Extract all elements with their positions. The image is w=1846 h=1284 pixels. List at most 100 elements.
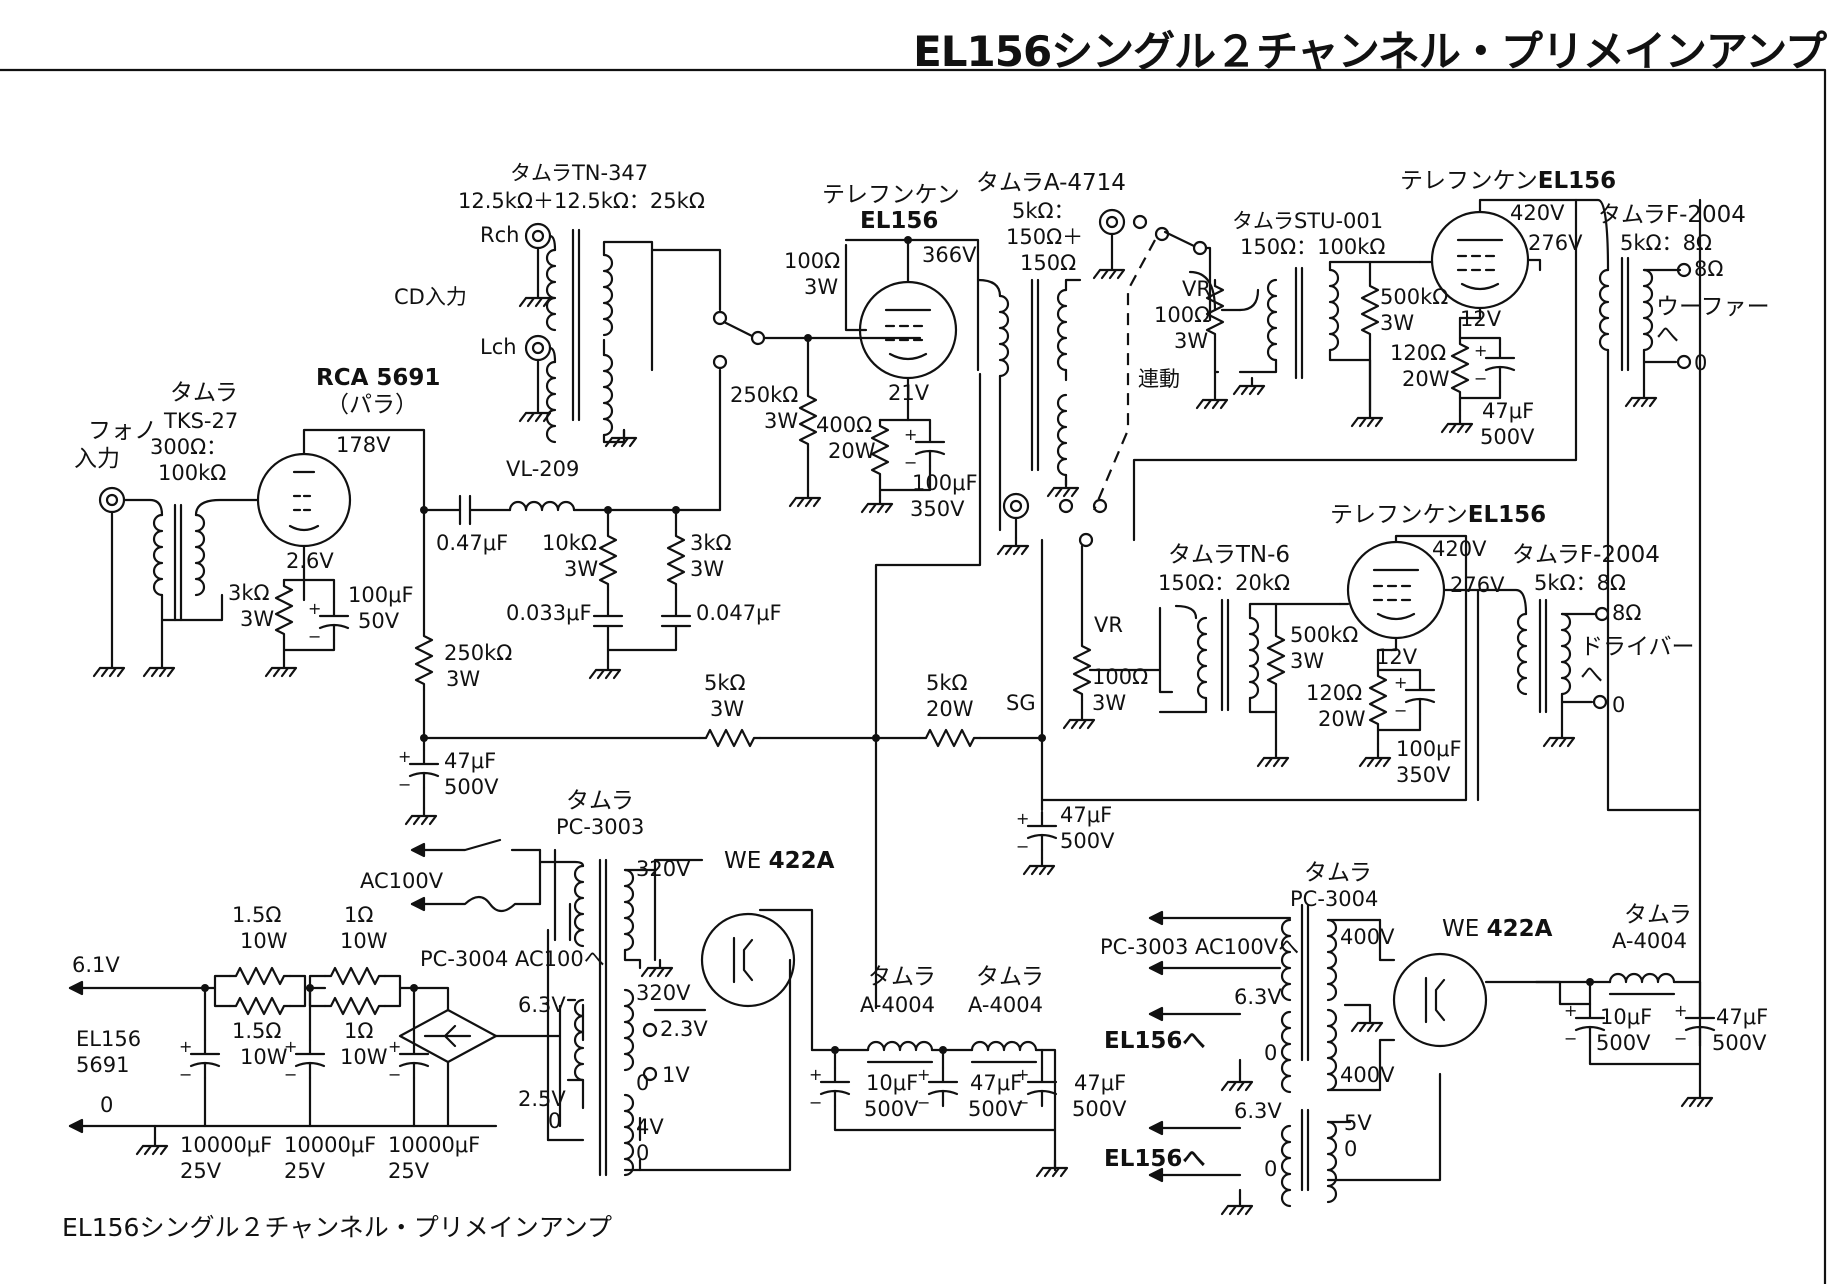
- label-c100u350b-2: 350V: [1396, 763, 1451, 787]
- label-r400-1: 400Ω: [816, 413, 872, 437]
- label-f2004b-2: 5kΩ：8Ω: [1534, 571, 1626, 595]
- label-c10-500a-2: 500V: [864, 1097, 919, 1121]
- label-o0b: 0: [1612, 693, 1625, 717]
- label-tn6-2: 150Ω：20kΩ: [1158, 571, 1290, 595]
- label-366v: 366V: [922, 243, 977, 267]
- phono-input-section: [92, 428, 426, 678]
- label-rch: Rch: [480, 223, 519, 247]
- label-para: （パラ）: [326, 392, 418, 418]
- frame-border: [0, 68, 1827, 1284]
- label-f2004b-1: タムラF-2004: [1512, 542, 1660, 568]
- label-a4714-4: 150Ω: [1020, 251, 1076, 275]
- label-tel-el156-1-a: テレフンケン: [822, 182, 960, 208]
- label-320v-a: 320V: [636, 857, 691, 881]
- choke-filter-1: [758, 908, 1069, 1178]
- label-r1b-1: 1Ω: [344, 1019, 373, 1043]
- label-f2004a-1: タムラF-2004: [1598, 202, 1746, 228]
- label-tks27-2: TKS-27: [163, 409, 238, 433]
- label-178v: 178V: [336, 433, 391, 457]
- label-tn347-1: タムラTN-347: [510, 161, 648, 185]
- label-2-3v: 2.3V: [660, 1017, 708, 1041]
- label-vr100a-1: VR: [1182, 277, 1211, 301]
- label-pc3004-2: PC-3004: [1290, 887, 1378, 911]
- label-a4004c-1: タムラ: [1624, 902, 1692, 928]
- label-c10-500b-1: 10μF: [1600, 1005, 1652, 1029]
- label-r120b-2: 20W: [1318, 707, 1366, 731]
- label-pc3004-ac: PC-3004 AC100へ: [420, 947, 605, 971]
- label-driver-2: へ: [1580, 662, 1603, 688]
- label-z0d: 0: [100, 1093, 113, 1117]
- label-c47-500f-1: 47μF: [1716, 1005, 1768, 1029]
- label-6-3v-a: 6.3V: [518, 993, 566, 1017]
- label-400v-b: 400V: [1340, 1063, 1395, 1087]
- label-21v: 21V: [888, 381, 930, 405]
- label-r1a-2: 10W: [340, 929, 388, 953]
- label-c10000a-1: 10000μF: [180, 1133, 272, 1157]
- label-pc3004-1: タムラ: [1304, 860, 1372, 886]
- label-r3k-eq-1: 3kΩ: [690, 531, 732, 555]
- label-c10-500a-1: 10μF: [866, 1071, 918, 1095]
- label-r15a-1: 1.5Ω: [232, 903, 281, 927]
- label-woofer-1: ウーファー: [1656, 294, 1770, 320]
- label-c100u350a-1: 100μF: [912, 471, 978, 495]
- label-r15b-2: 10W: [240, 1045, 288, 1069]
- label-a4004b-1: タムラ: [976, 964, 1044, 990]
- label-r120a-1: 120Ω: [1390, 341, 1446, 365]
- label-c10000a-2: 25V: [180, 1159, 222, 1183]
- label-c47-500f-2: 500V: [1712, 1031, 1767, 1055]
- label-tn347-2: 12.5kΩ＋12.5kΩ：25kΩ: [458, 189, 705, 213]
- label-tks27-1: タムラ: [170, 380, 238, 406]
- label-pc3003-1: タムラ: [566, 788, 634, 814]
- label-pc3003-ac: PC-3003 AC100Vへ: [1100, 935, 1299, 959]
- label-z0e: 0: [1264, 1041, 1277, 1065]
- label-tel-el156-1-b: EL156: [860, 208, 938, 234]
- label-r250k-a-2: 3W: [764, 409, 798, 433]
- label-a4004a-1: タムラ: [868, 964, 936, 990]
- el156-driver-stage: [762, 236, 980, 514]
- label-c47-500a-1: 47μF: [1482, 399, 1534, 423]
- label-320v-b: 320V: [636, 981, 691, 1005]
- label-stu001-1: タムラSTU-001: [1232, 209, 1383, 233]
- label-r5k3w-1: 5kΩ: [704, 671, 746, 695]
- label-pc3003-2: PC-3003: [556, 815, 644, 839]
- label-r250k-b-2: 3W: [446, 667, 480, 691]
- label-rk-3k-1: 3kΩ: [228, 581, 270, 605]
- label-c10000b-1: 10000μF: [284, 1133, 376, 1157]
- label-vr100b-1: VR: [1094, 613, 1123, 637]
- label-12v-a: 12V: [1460, 307, 1502, 331]
- label-vr100b-2: 100Ω: [1092, 665, 1148, 689]
- label-c100u350b-1: 100μF: [1396, 737, 1462, 761]
- label-r15a-2: 10W: [240, 929, 288, 953]
- label-r500ka-2: 3W: [1380, 311, 1414, 335]
- label-woofer-2: へ: [1656, 322, 1679, 348]
- label-ac100v: AC100V: [360, 869, 444, 893]
- label-12v-b: 12V: [1376, 645, 1418, 669]
- label-4v: 4V: [636, 1115, 664, 1139]
- label-c47-500b-2: 500V: [444, 775, 499, 799]
- label-2-5v: 2.5V: [518, 1087, 566, 1111]
- label-r5k3w-2: 3W: [710, 697, 744, 721]
- label-a4714-3: 150Ω＋: [1006, 225, 1083, 249]
- cd-input-section: [518, 222, 766, 448]
- label-r10k-1: 10kΩ: [542, 531, 597, 555]
- label-a4004b-2: A-4004: [968, 993, 1043, 1017]
- b-plus-bus: [396, 198, 1702, 1048]
- label-400v-a: 400V: [1340, 925, 1395, 949]
- label-r1b-2: 10W: [340, 1045, 388, 1069]
- label-a4004a-2: A-4004: [860, 993, 935, 1017]
- label-c47-500b-1: 47μF: [444, 749, 496, 773]
- label-vr100b-3: 3W: [1092, 691, 1126, 715]
- label-c47-500e-1: 47μF: [1074, 1071, 1126, 1095]
- label-c10-500b-2: 500V: [1596, 1031, 1651, 1055]
- label-c100u50-2: 50V: [358, 609, 400, 633]
- label-el156-5691-1: EL156: [76, 1027, 141, 1051]
- label-c100u350a-2: 350V: [910, 497, 965, 521]
- label-vr100a-2: 100Ω: [1154, 303, 1210, 327]
- label-5v: 5V: [1344, 1111, 1372, 1135]
- label-420v-a: 420V: [1510, 201, 1565, 225]
- label-tks27-4: 100kΩ: [158, 461, 226, 485]
- label-f2004a-2: 5kΩ：8Ω: [1620, 231, 1712, 255]
- equalizer-network: [414, 368, 722, 740]
- label-c10000c-2: 25V: [388, 1159, 430, 1183]
